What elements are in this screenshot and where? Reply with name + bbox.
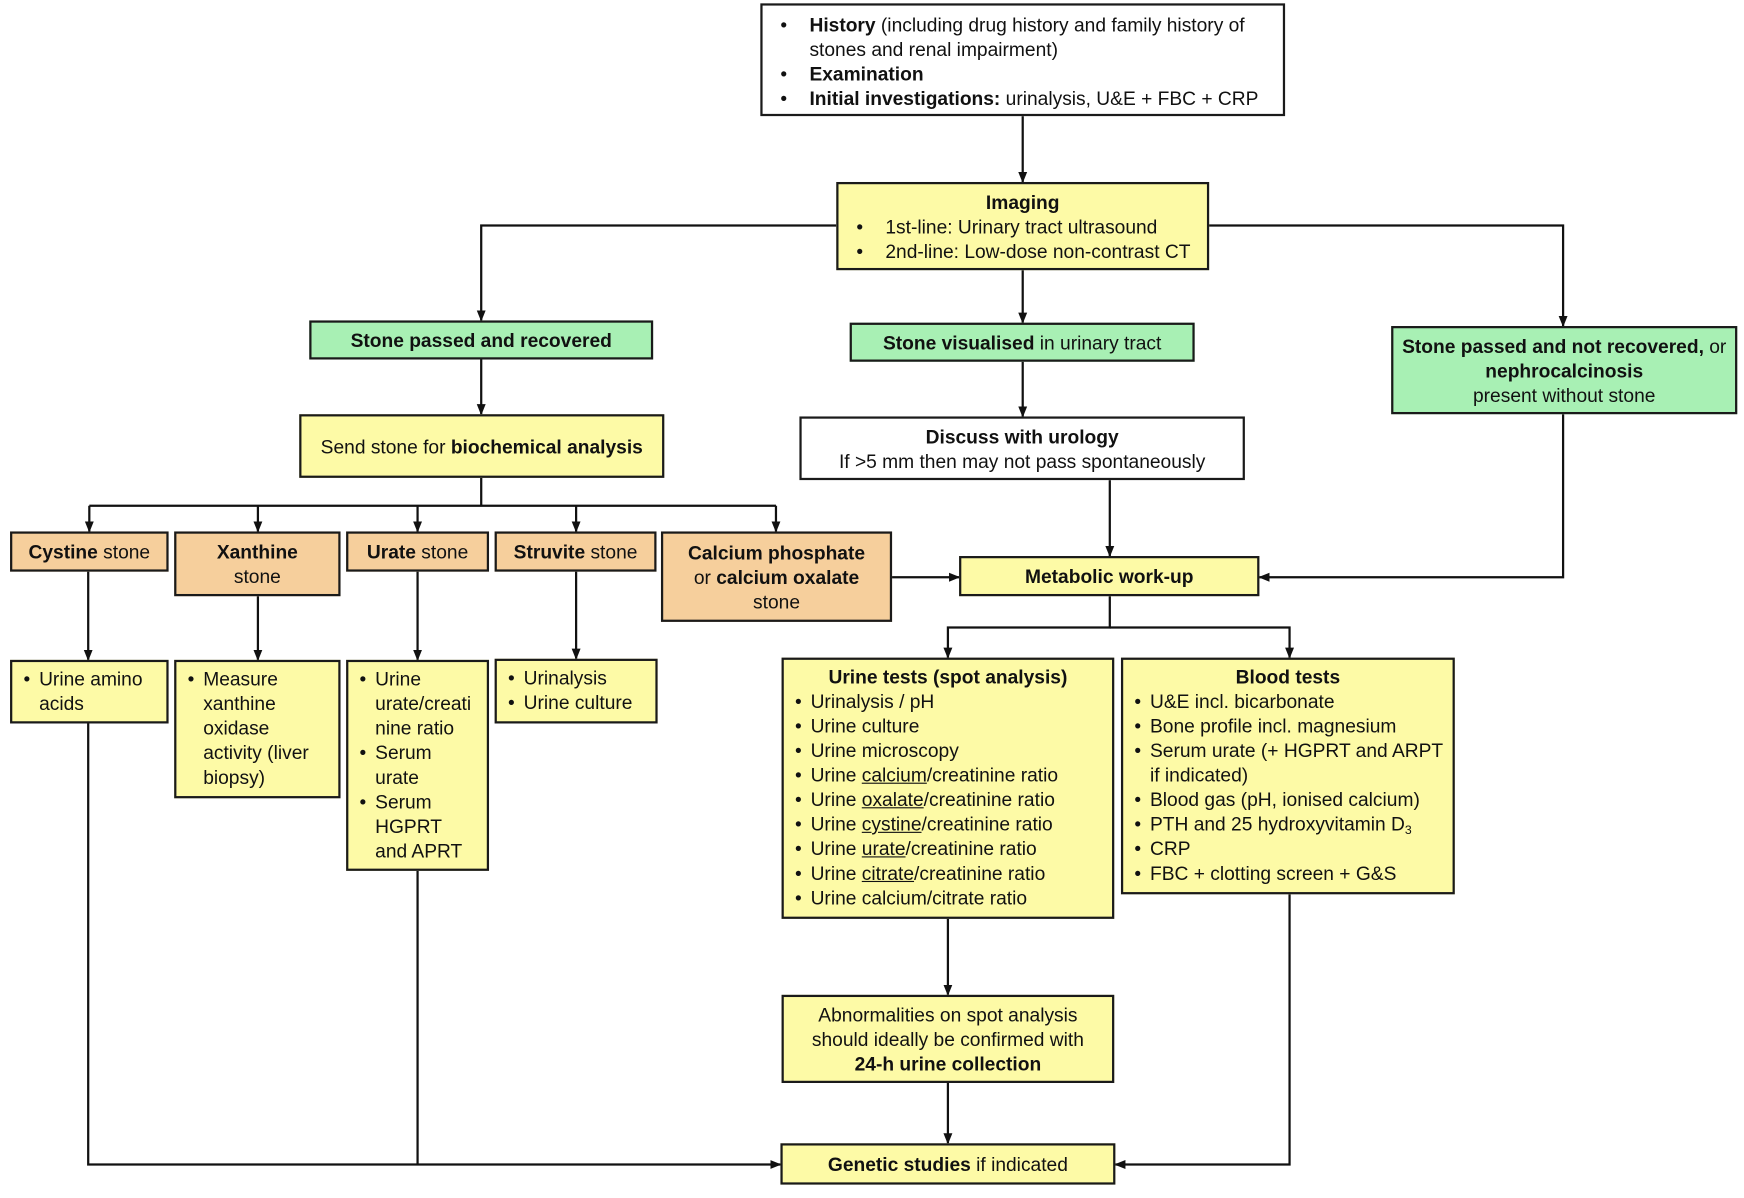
urine-test-item: Urinalysis / pH <box>793 689 1103 714</box>
urine-tests-box: Urine tests (spot analysis) Urinalysis /… <box>781 657 1115 919</box>
urine-ratio-item: Urine citrate/creatinine ratio <box>793 861 1103 886</box>
struvite-stone-box: Struvite stone <box>494 531 657 572</box>
urate-stone-box: Urate stone <box>346 531 490 572</box>
genetic-studies-box: Genetic studies if indicated <box>780 1143 1116 1185</box>
blood-test-item: CRP <box>1132 836 1444 861</box>
struvite-tests-box: Urinalysis Urine culture <box>494 658 658 724</box>
xanthine-oxidase-item: Measure xanthine oxidase activity (liver… <box>185 667 329 790</box>
urine-ratio-item: Urine oxalate/creatinine ratio <box>793 787 1103 812</box>
urine-ratio-item: Urine calcium/creatinine ratio <box>793 763 1103 788</box>
blood-test-item: FBC + clotting screen + G&S <box>1132 861 1444 886</box>
stone-not-recovered-box: Stone passed and not recovered, or nephr… <box>1391 326 1738 415</box>
blood-test-item: PTH and 25 hydroxyvitamin D3 <box>1132 812 1444 837</box>
cystine-tests-box: Urine amino acids <box>10 659 169 724</box>
metabolic-workup-box: Metabolic work-up <box>959 556 1260 597</box>
urine-collection-box: Abnormalities on spot analysis should id… <box>781 994 1115 1084</box>
urinalysis-item: Urinalysis <box>506 665 647 690</box>
assessment-box: History (including drug history and fami… <box>760 3 1286 117</box>
stone-visualised-box: Stone visualised in urinary tract <box>849 322 1195 362</box>
urine-amino-acids-item: Urine amino acids <box>21 667 157 716</box>
serum-hgprt-item: Serum HGPRT and APRT <box>357 789 478 863</box>
urine-ratio-item: Urine urate/creatinine ratio <box>793 836 1103 861</box>
examination-item: Examination <box>772 61 1274 86</box>
imaging-first-line: 1st-line: Urinary tract ultrasound <box>847 214 1198 239</box>
serum-urate-item: Serum urate <box>357 740 478 789</box>
xanthine-stone-box: Xanthine stone <box>174 531 341 597</box>
urine-ratio-item: Urine cystine/creatinine ratio <box>793 812 1103 837</box>
discuss-urology-note: If >5 mm then may not pass spontaneously <box>838 449 1206 472</box>
urine-test-item: Urine microscopy <box>793 738 1103 763</box>
initial-investigations-item: Initial investigations: urinalysis, U&E … <box>772 86 1274 111</box>
discuss-urology-title: Discuss with urology <box>925 424 1119 448</box>
urine-urate-ratio-item: Urine urate/creati nine ratio <box>357 667 478 741</box>
imaging-second-line: 2nd-line: Low-dose non-contrast CT <box>847 239 1198 264</box>
urine-test-item: Urine culture <box>793 713 1103 738</box>
urate-tests-box: Urine urate/creati nine ratio Serum urat… <box>346 659 490 871</box>
calcium-stone-box: Calcium phosphate or calcium oxalate sto… <box>660 531 893 622</box>
stone-passed-recovered-label: Stone passed and recovered <box>350 328 612 352</box>
blood-tests-box: Blood tests U&E incl. bicarbonate Bone p… <box>1120 657 1455 895</box>
stone-passed-recovered-box: Stone passed and recovered <box>309 320 654 360</box>
urine-test-item: Urine calcium/citrate ratio <box>793 885 1103 910</box>
blood-test-item: Bone profile incl. magnesium <box>1132 713 1444 738</box>
cystine-stone-box: Cystine stone <box>10 531 169 572</box>
blood-tests-title: Blood tests <box>1235 665 1341 688</box>
biochemical-analysis-box: Send stone for biochemical analysis <box>299 414 665 478</box>
urine-tests-title: Urine tests (spot analysis) <box>828 665 1068 688</box>
discuss-urology-box: Discuss with urology If >5 mm then may n… <box>799 416 1245 481</box>
history-item: History (including drug history and fami… <box>772 12 1274 61</box>
blood-test-item: U&E incl. bicarbonate <box>1132 689 1444 714</box>
imaging-title: Imaging <box>985 190 1060 214</box>
imaging-box: Imaging 1st-line: Urinary tract ultrasou… <box>836 181 1210 271</box>
blood-test-item: Blood gas (pH, ionised calcium) <box>1132 787 1444 812</box>
blood-test-item: Serum urate (+ HGPRT and ARPT if indicat… <box>1132 738 1444 787</box>
urine-culture-item: Urine culture <box>506 690 647 715</box>
xanthine-tests-box: Measure xanthine oxidase activity (liver… <box>174 659 341 799</box>
